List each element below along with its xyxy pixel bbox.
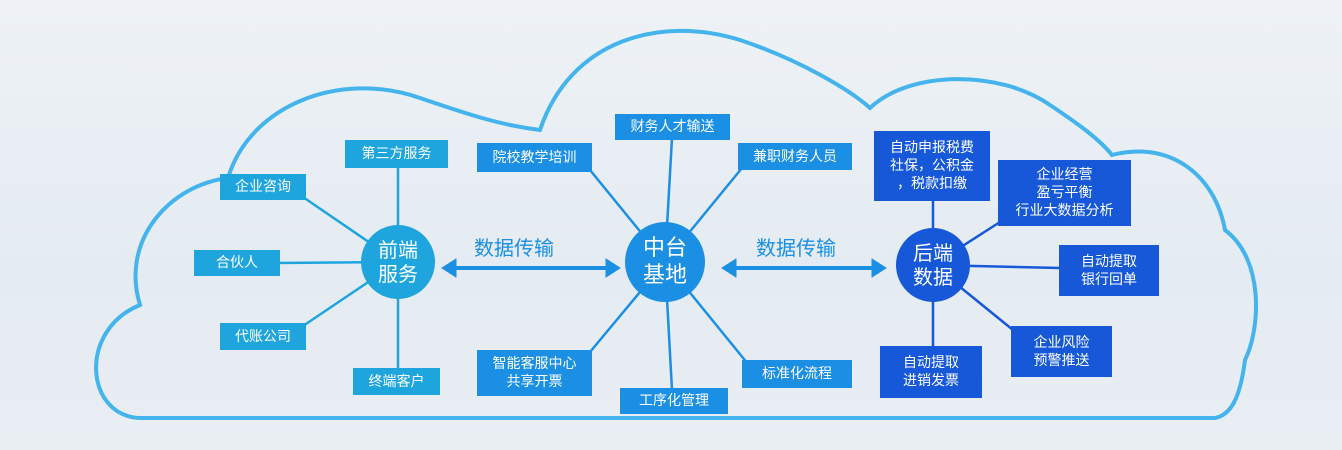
line: 智能客服中心 bbox=[492, 356, 577, 372]
hub-line: 后端 bbox=[913, 241, 953, 265]
middle-hub: 中台基地 bbox=[625, 222, 705, 302]
node-standard-flow: 标准化流程 bbox=[742, 360, 852, 388]
hub-line: 中台 bbox=[642, 236, 687, 261]
data-arrows bbox=[441, 258, 887, 278]
line: 自动申报税费 bbox=[890, 140, 974, 156]
node-business-analysis: 企业经营盈亏平衡行业大数据分析 bbox=[998, 160, 1131, 226]
line: 自动提取 bbox=[1081, 253, 1137, 270]
left-transfer-label: 数据传输 bbox=[474, 236, 554, 260]
line: 共享开票 bbox=[506, 374, 563, 390]
back-hub: 后端数据 bbox=[896, 228, 970, 302]
node-training: 院校教学培训 bbox=[477, 143, 592, 172]
line: 预警推送 bbox=[1033, 352, 1090, 369]
node-consulting: 企业咨询 bbox=[220, 174, 306, 200]
line: 银行回单 bbox=[1081, 271, 1137, 288]
line: 进销发票 bbox=[903, 373, 959, 389]
hub-line: 基地 bbox=[642, 263, 687, 288]
line: 行业大数据分析 bbox=[1015, 203, 1114, 219]
node-bank-receipt: 自动提取银行回单 bbox=[1059, 245, 1159, 296]
line: ，税款扣缴 bbox=[897, 176, 967, 192]
node-third-party: 第三方服务 bbox=[345, 140, 448, 168]
front-hub: 前端服务 bbox=[361, 225, 435, 299]
hub-line: 服务 bbox=[378, 262, 418, 286]
node-end-customer: 终端客户 bbox=[353, 368, 440, 395]
node-service-center: 智能客服中心共享开票 bbox=[477, 350, 592, 396]
node-tax-filing: 自动申报税费社保，公积金 ，税款扣缴 bbox=[874, 131, 990, 201]
right-transfer-label: 数据传输 bbox=[756, 236, 836, 260]
node-partner: 合伙人 bbox=[194, 250, 280, 276]
line: 自动提取 bbox=[903, 355, 959, 371]
line: 企业风险 bbox=[1033, 334, 1090, 351]
node-process-mgmt: 工序化管理 bbox=[620, 388, 728, 414]
node-invoice-extract: 自动提取进销发票 bbox=[880, 346, 982, 398]
line: 社保，公积金 bbox=[890, 158, 974, 174]
node-risk-alert: 企业风险预警推送 bbox=[1011, 326, 1112, 377]
node-agency: 代账公司 bbox=[220, 323, 306, 350]
cloud-outline bbox=[94, 28, 1258, 420]
node-part-time: 兼职财务人员 bbox=[738, 143, 852, 170]
line: 盈亏平衡 bbox=[1036, 185, 1093, 201]
hub-line: 前端 bbox=[378, 238, 418, 262]
node-talent: 财务人才输送 bbox=[615, 114, 730, 140]
line: 企业经营 bbox=[1036, 167, 1093, 183]
hub-line: 数据 bbox=[913, 265, 953, 289]
